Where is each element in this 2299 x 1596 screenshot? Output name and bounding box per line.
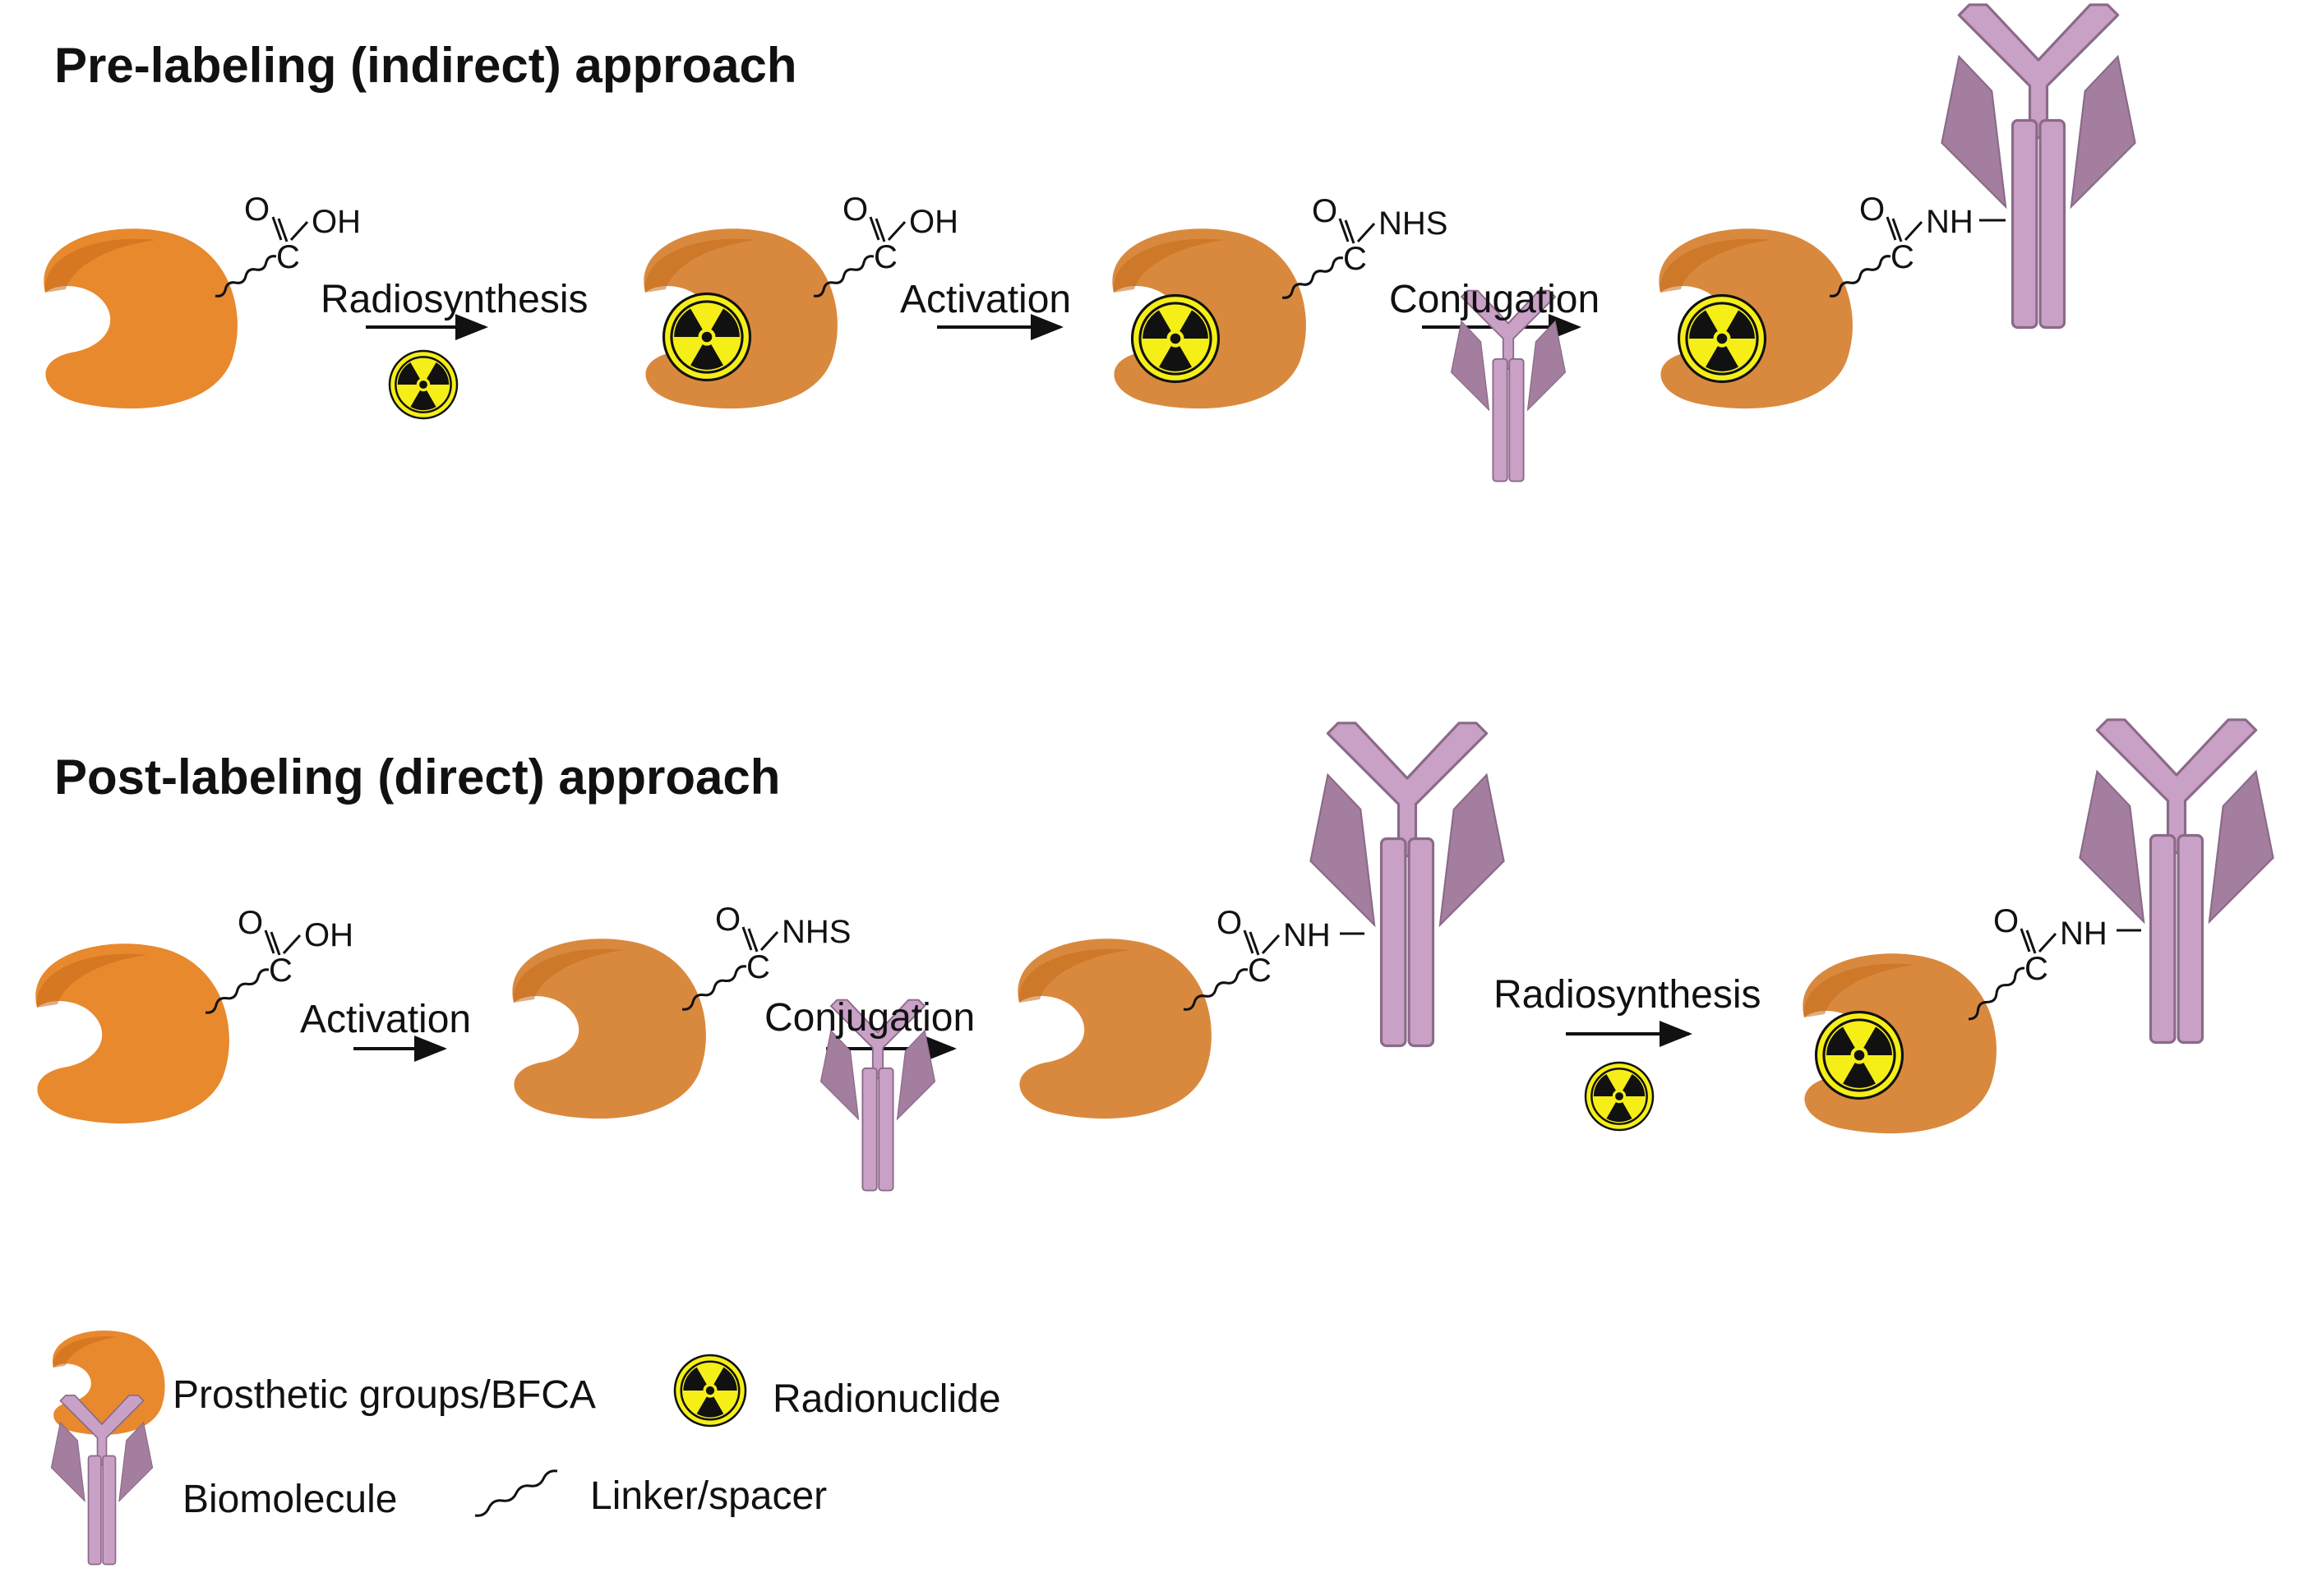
chem-amide-group: NH <box>1926 204 1974 240</box>
antibody-conjugate-icon <box>1940 3 2137 330</box>
chem-acid-group: OH <box>304 917 353 953</box>
chem-bond <box>759 930 779 952</box>
legend-radionuclide-icon <box>673 1354 747 1428</box>
antibody-conjugate-icon <box>2078 718 2275 1045</box>
chem-carbon: C <box>1343 241 1367 277</box>
pre-step-radiosynthesis-label: Radiosynthesis <box>321 278 589 321</box>
chem-bond <box>1261 934 1281 955</box>
chem-oxygen: O <box>1993 903 2019 939</box>
linker-squiggle-icon <box>205 968 270 1014</box>
post-step-conjugation-label: Conjugation <box>764 996 975 1040</box>
chem-acid-group: OH <box>312 204 361 240</box>
chem-carbon: C <box>1890 239 1914 275</box>
chem-bond <box>264 929 275 954</box>
chem-oxygen: O <box>1859 191 1885 228</box>
chem-acid-group: OH <box>909 204 958 240</box>
bfca-molecule <box>1803 953 1997 1134</box>
legend-bfca-label: Prosthetic groups/BFCA <box>173 1373 596 1417</box>
linker-squiggle-icon <box>1281 256 1344 299</box>
chem-bond <box>2025 929 2037 954</box>
radionuclide-reagent-icon <box>1584 1061 1655 1132</box>
chem-bond <box>1243 929 1254 954</box>
chem-oxygen: O <box>843 191 868 228</box>
post-labeling-title: Post-labeling (direct) approach <box>54 750 780 805</box>
chem-amide-group: NH <box>1283 917 1331 953</box>
chem-bond <box>1338 218 1350 242</box>
chem-bond <box>1904 220 1923 242</box>
chem-bond <box>282 934 302 955</box>
chem-amide-group: NH <box>2060 916 2107 952</box>
chem-oxygen: O <box>1312 193 1337 229</box>
chem-bond <box>1344 219 1355 244</box>
post-step-activation-label: Activation <box>300 998 471 1041</box>
linker-squiggle-icon <box>813 255 875 298</box>
linker-squiggle-icon <box>681 965 747 1011</box>
bfca-molecule <box>1112 228 1306 409</box>
legend-linker-icon <box>474 1469 558 1517</box>
bfca-molecule <box>1659 228 1853 409</box>
linker-squiggle-icon <box>1829 255 1891 298</box>
bfca-molecule <box>35 943 229 1124</box>
chem-bond <box>289 220 309 242</box>
pre-step-activation-label: Activation <box>900 278 1071 321</box>
chem-carbon: C <box>269 953 293 989</box>
chem-oxygen: O <box>244 191 270 228</box>
chem-bond <box>741 926 753 951</box>
legend-linker-label: Linker/spacer <box>590 1474 827 1518</box>
chem-carbon: C <box>1248 953 1272 989</box>
pre-labeling-title: Pre-labeling (indirect) approach <box>54 38 797 93</box>
chem-nhs-group: NHS <box>782 914 851 950</box>
post-step-radiosynthesis-label: Radiosynthesis <box>1493 973 1761 1017</box>
radionuclide-bound-icon <box>662 292 752 382</box>
chem-bond <box>2020 928 2031 953</box>
chem-nhs-group: NHS <box>1378 205 1447 242</box>
chem-bond <box>869 216 880 241</box>
chem-bond <box>875 218 886 242</box>
chem-bond <box>2038 932 2057 953</box>
chem-oxygen: O <box>715 902 741 938</box>
chem-bond <box>887 220 907 242</box>
linker-squiggle-icon <box>1183 968 1249 1011</box>
chem-bond <box>271 216 283 241</box>
legend-radionuclide-label: Radionuclide <box>773 1377 1001 1421</box>
pre-step-conjugation-label: Conjugation <box>1389 278 1600 321</box>
radionuclide-bound-icon <box>1130 293 1221 384</box>
linker-squiggle-icon <box>1968 966 2025 1021</box>
bfca-molecule <box>44 228 238 409</box>
chem-oxygen: O <box>238 905 263 941</box>
radionuclide-reagent-icon <box>388 349 459 420</box>
bfca-molecule <box>1018 939 1212 1119</box>
dynamic-layer <box>35 3 2275 1566</box>
chem-oxygen: O <box>1216 905 1242 941</box>
radionuclide-bound-icon <box>1814 1010 1904 1100</box>
antibody-conjugate-icon <box>1309 722 1506 1048</box>
linker-squiggle-icon <box>215 255 277 298</box>
chem-bond <box>277 218 289 242</box>
bfca-molecule <box>512 939 706 1119</box>
chem-bond <box>1891 218 1903 242</box>
chem-bond <box>1886 216 1897 241</box>
radionuclide-bound-icon <box>1677 293 1767 384</box>
chem-carbon: C <box>874 239 898 275</box>
chem-bond <box>747 928 759 953</box>
legend-biomolecule-label: Biomolecule <box>182 1478 397 1521</box>
chem-bond <box>270 931 281 956</box>
bfca-molecule <box>644 228 838 409</box>
chem-carbon: C <box>276 239 300 275</box>
chem-carbon: C <box>2024 951 2048 987</box>
chem-bond <box>1249 931 1260 956</box>
legend-bfca-icon <box>52 1331 165 1435</box>
chem-bond <box>1356 222 1376 243</box>
chem-carbon: C <box>746 949 770 985</box>
